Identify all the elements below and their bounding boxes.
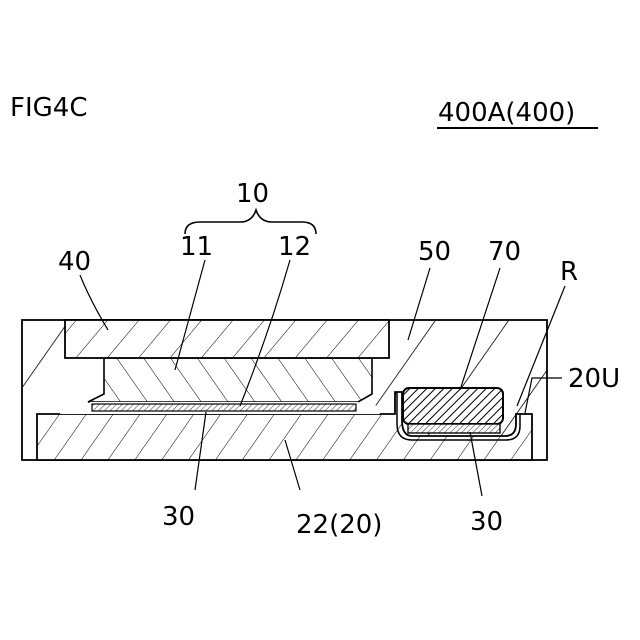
label-R: R [560,257,578,287]
label-40: 40 [58,247,91,277]
element-11 [88,358,372,402]
figure-title: FIG4C [10,93,87,123]
label-12: 12 [278,232,311,262]
label-30-left: 30 [162,502,195,532]
figure-designation: 400A(400) [438,98,575,128]
label-11: 11 [180,232,213,262]
element-40 [65,320,389,358]
label-10: 10 [236,179,269,209]
element-70 [403,388,503,424]
layer-30-right [408,424,500,433]
label-70: 70 [488,237,521,267]
layer-12-30 [84,402,364,414]
label-30-right: 30 [470,507,503,537]
label-20U: 20U [568,364,620,394]
bracket-10 [185,210,316,234]
label-50: 50 [418,237,451,267]
label-22-20: 22(20) [296,510,382,540]
